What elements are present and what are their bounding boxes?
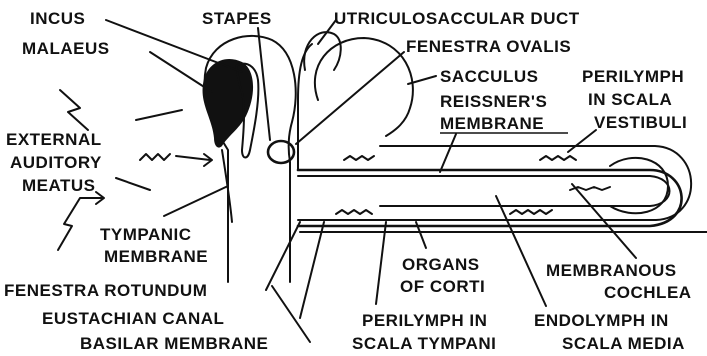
label-sacculus: SACCULUS xyxy=(440,67,538,86)
label-malaeus: MALAEUS xyxy=(22,39,110,58)
label-endolymph-2: SCALA MEDIA xyxy=(562,334,685,353)
leader-tympanic xyxy=(164,186,228,216)
helicotrema-loop xyxy=(610,158,668,213)
leader-stapes xyxy=(258,28,270,140)
cochlear-duct-outer xyxy=(298,170,682,226)
label-basilar-membrane: BASILAR MEMBRANE xyxy=(80,334,268,353)
labels: INCUS MALAEUS STAPES UTRICULOSACCULAR DU… xyxy=(4,9,692,353)
wave-mark-vestibuli-2 xyxy=(540,156,576,160)
leader-external xyxy=(136,110,182,120)
label-eustachian-canal: EUSTACHIAN CANAL xyxy=(42,309,224,328)
leader-fenestra-ovalis xyxy=(296,52,404,144)
label-endolymph-1: ENDOLYMPH IN xyxy=(534,311,669,330)
sound-arrow-lower xyxy=(58,192,104,250)
label-membranous-1: MEMBRANOUS xyxy=(546,261,677,280)
label-reissners-2: MEMBRANE xyxy=(440,114,544,133)
label-utriculosaccular-duct: UTRICULOSACCULAR DUCT xyxy=(334,9,580,28)
label-organs-2: OF CORTI xyxy=(400,277,485,296)
label-organs-1: ORGANS xyxy=(402,255,480,274)
wave-mark-vestibuli-1 xyxy=(344,156,374,160)
leader-perilymph-vestibuli xyxy=(568,130,596,152)
label-external-3: MEATUS xyxy=(22,176,96,195)
label-perilymph-vestibuli-1: PERILYMPH xyxy=(582,67,684,86)
label-external-1: EXTERNAL xyxy=(6,130,102,149)
label-tympanic-1: TYMPANIC xyxy=(100,225,192,244)
leader-reissners xyxy=(440,134,456,172)
stapes-bone xyxy=(268,141,294,163)
wave-mark-tympani-2 xyxy=(510,210,552,214)
leader-perilymph-tympani xyxy=(376,222,386,304)
label-incus: INCUS xyxy=(30,9,85,28)
label-perilymph-vestibuli-2: IN SCALA xyxy=(588,90,672,109)
label-membranous-2: COCHLEA xyxy=(604,283,692,302)
label-stapes: STAPES xyxy=(202,9,272,28)
wave-mark-external xyxy=(140,154,170,160)
sound-arrow-upper xyxy=(60,90,88,130)
label-perilymph-tympani-2: SCALA TYMPANI xyxy=(352,334,496,353)
leader-external-2 xyxy=(116,178,150,190)
label-tympanic-2: MEMBRANE xyxy=(104,247,208,266)
label-perilymph-vestibuli-3: VESTIBULI xyxy=(594,113,687,132)
label-fenestra-ovalis: FENESTRA OVALIS xyxy=(406,37,571,56)
reissners-membrane-line xyxy=(298,176,670,206)
label-reissners-1: REISSNER'S xyxy=(440,92,547,111)
label-external-2: AUDITORY xyxy=(10,153,102,172)
malleus-bone xyxy=(203,59,254,148)
leader-fenestra-rotundum xyxy=(266,222,300,290)
leader-eustachian xyxy=(300,222,324,318)
sound-arrow-mid xyxy=(176,154,212,166)
wave-mark-tympani-1 xyxy=(336,210,372,214)
label-fenestra-rotundum: FENESTRA ROTUNDUM xyxy=(4,281,207,300)
leader-basilar xyxy=(272,286,310,342)
label-perilymph-tympani-1: PERILYMPH IN xyxy=(362,311,487,330)
